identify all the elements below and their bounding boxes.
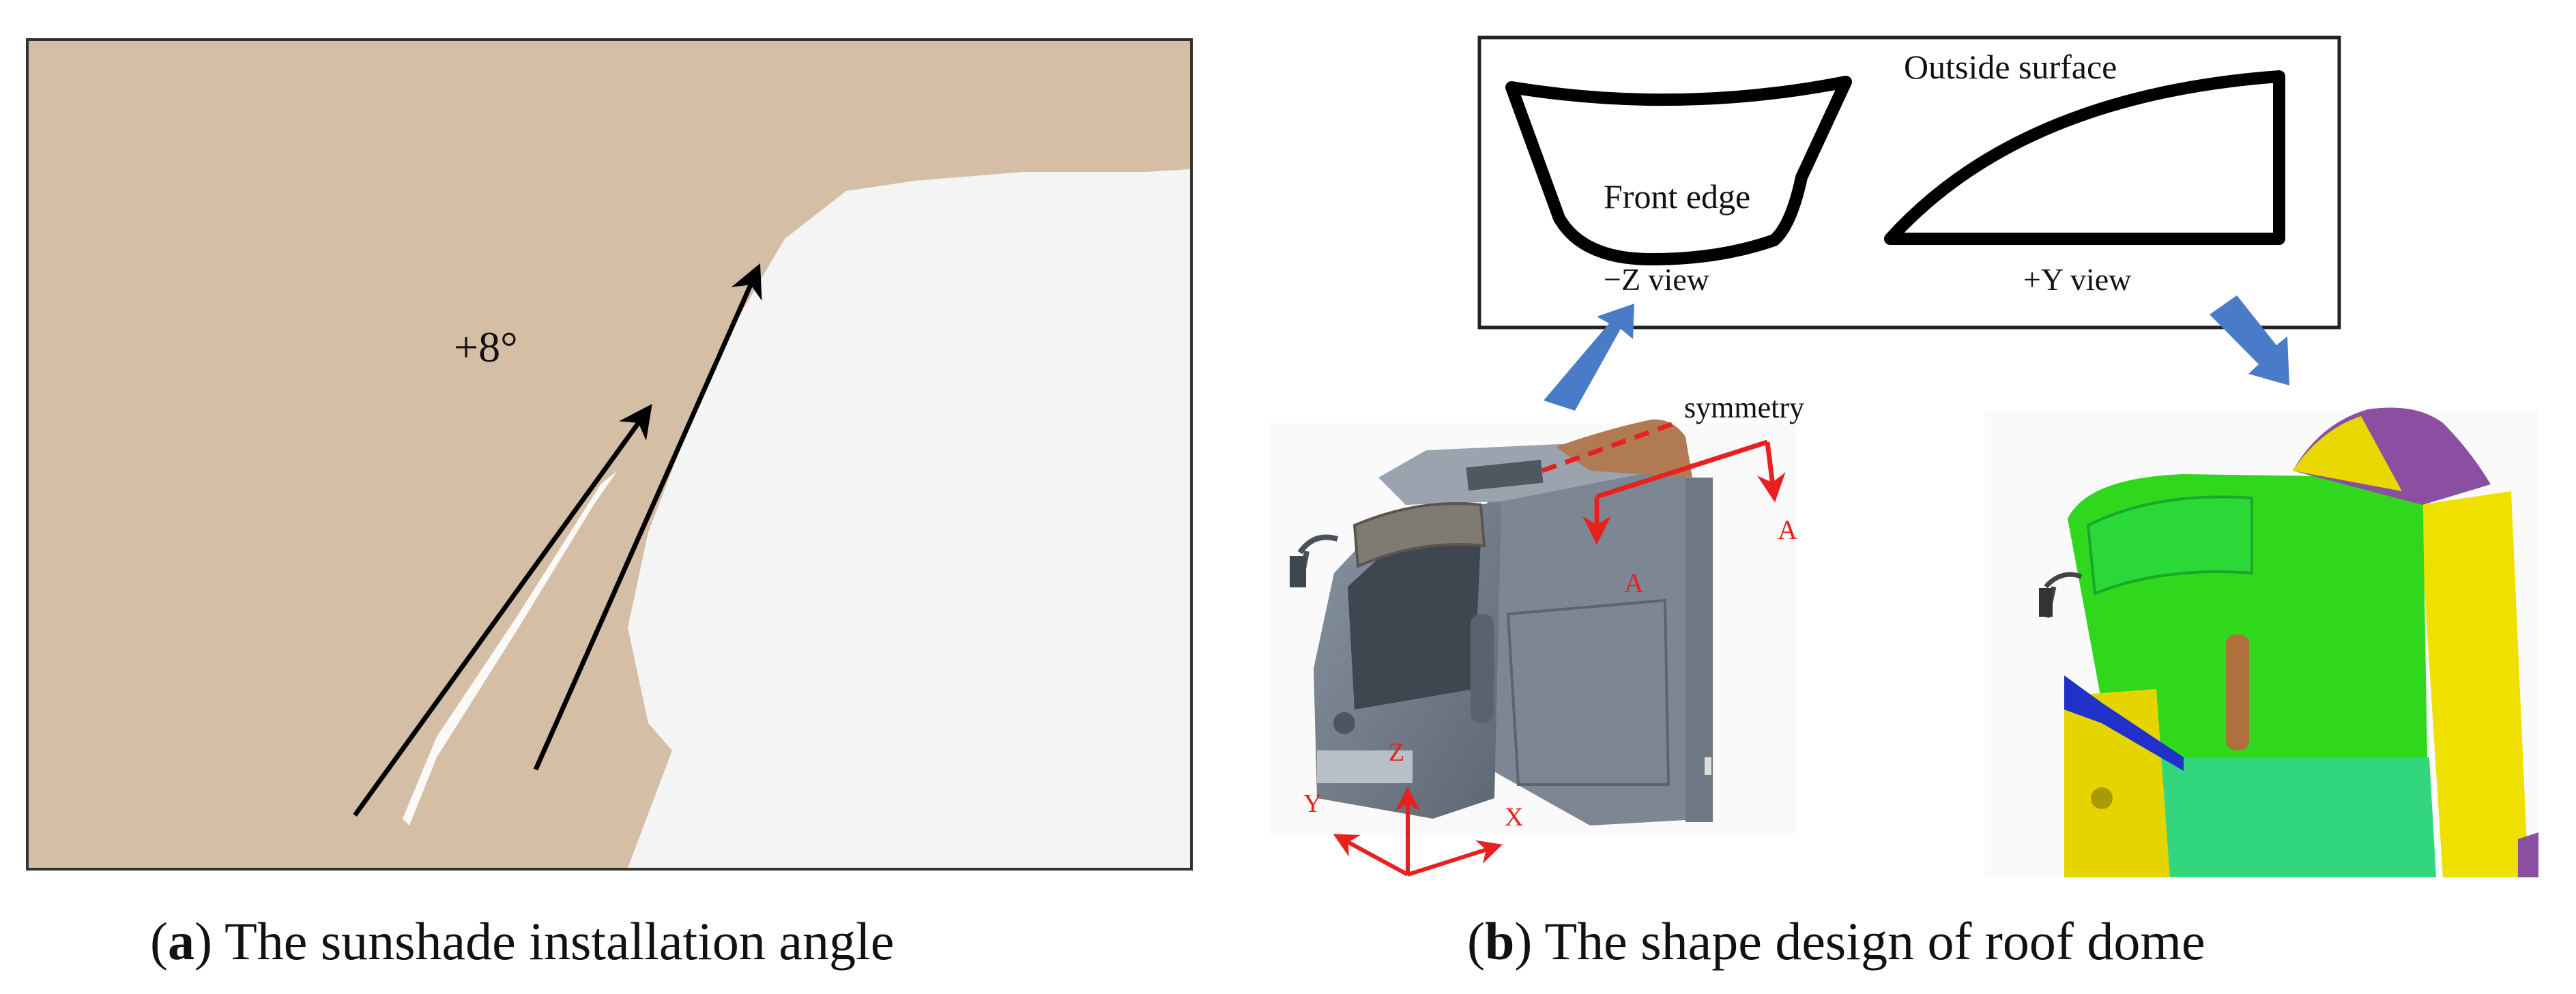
angle-label: +8°: [454, 323, 518, 371]
cab-grille: [1317, 750, 1413, 783]
panel-a: +8°: [26, 38, 1193, 871]
cab-door-line: [1506, 598, 1670, 786]
pointer-arrow-right: [2210, 295, 2289, 385]
section-label-a-left: A: [1624, 568, 1644, 598]
outside-surface-label: Outside surface: [1904, 48, 2117, 86]
mesh-logo: [2091, 787, 2113, 809]
angle-arrow-right: [533, 263, 762, 771]
mesh-side-yellow: [2419, 491, 2528, 877]
caption-b-letter: b: [1484, 911, 1515, 971]
cab-roof-hatch: [1466, 459, 1544, 491]
section-line: [1595, 439, 1769, 499]
cab-logo: [1333, 712, 1355, 734]
y-view-label: +Y view: [2023, 262, 2132, 297]
cab-mirror-glass: [1290, 556, 1306, 587]
mesh-lower-teal: [2156, 757, 2436, 877]
angle-arrow-left: [353, 404, 652, 817]
section-annotations: symmetry A A: [1541, 391, 1804, 598]
axis-label-y: Y: [1303, 789, 1322, 818]
caption-b-text: The shape design of roof dome: [1544, 911, 2205, 971]
gray-cab-model: [1269, 419, 1796, 834]
cab-roof-dome: [1556, 419, 1692, 478]
caption-a-letter: a: [167, 911, 194, 971]
cab-rear-slot: [1705, 757, 1711, 775]
pointer-arrow-left: [1544, 304, 1634, 411]
coordinate-axes: Z Y X: [1303, 738, 1523, 877]
caption-a: (a) The sunshade installation angle: [150, 911, 895, 971]
mesh-sunvisor: [2086, 495, 2253, 596]
cab-sunvisor: [1352, 502, 1486, 568]
symmetry-label: symmetry: [1684, 391, 1804, 424]
front-edge-label: Front edge: [1604, 177, 1750, 216]
y-view-shape: [1884, 70, 2285, 245]
mesh-rear-purple: [2518, 832, 2538, 877]
z-view-label: −Z view: [1604, 262, 1710, 297]
mesh-mirror-glass: [2039, 588, 2053, 617]
views-box: Front edge Outside surface −Z view +Y vi…: [1477, 35, 2341, 330]
axis-label-z: Z: [1389, 738, 1404, 767]
cab-windshield: [1348, 539, 1481, 710]
caption-b: (b) The shape design of roof dome: [1467, 911, 2205, 971]
cab-air-reservoir: [1471, 614, 1494, 723]
mesh-cab-model: [1984, 407, 2538, 877]
section-arrow-right: [1756, 441, 1786, 503]
mesh-front-band-blue: [2064, 675, 2184, 771]
z-view-shape: [1505, 76, 1852, 265]
axis-label-x: X: [1505, 803, 1523, 832]
section-label-a-right: A: [1778, 514, 1797, 545]
axis-x: [1407, 840, 1503, 877]
sunshade-section: [29, 41, 1190, 868]
cab-side: [1481, 464, 1709, 825]
mesh-roof-dome-yellow: [2293, 416, 2402, 491]
caption-a-text: The sunshade installation angle: [225, 911, 895, 971]
mesh-air-reservoir: [2226, 634, 2249, 750]
axis-y: [1333, 834, 1409, 877]
